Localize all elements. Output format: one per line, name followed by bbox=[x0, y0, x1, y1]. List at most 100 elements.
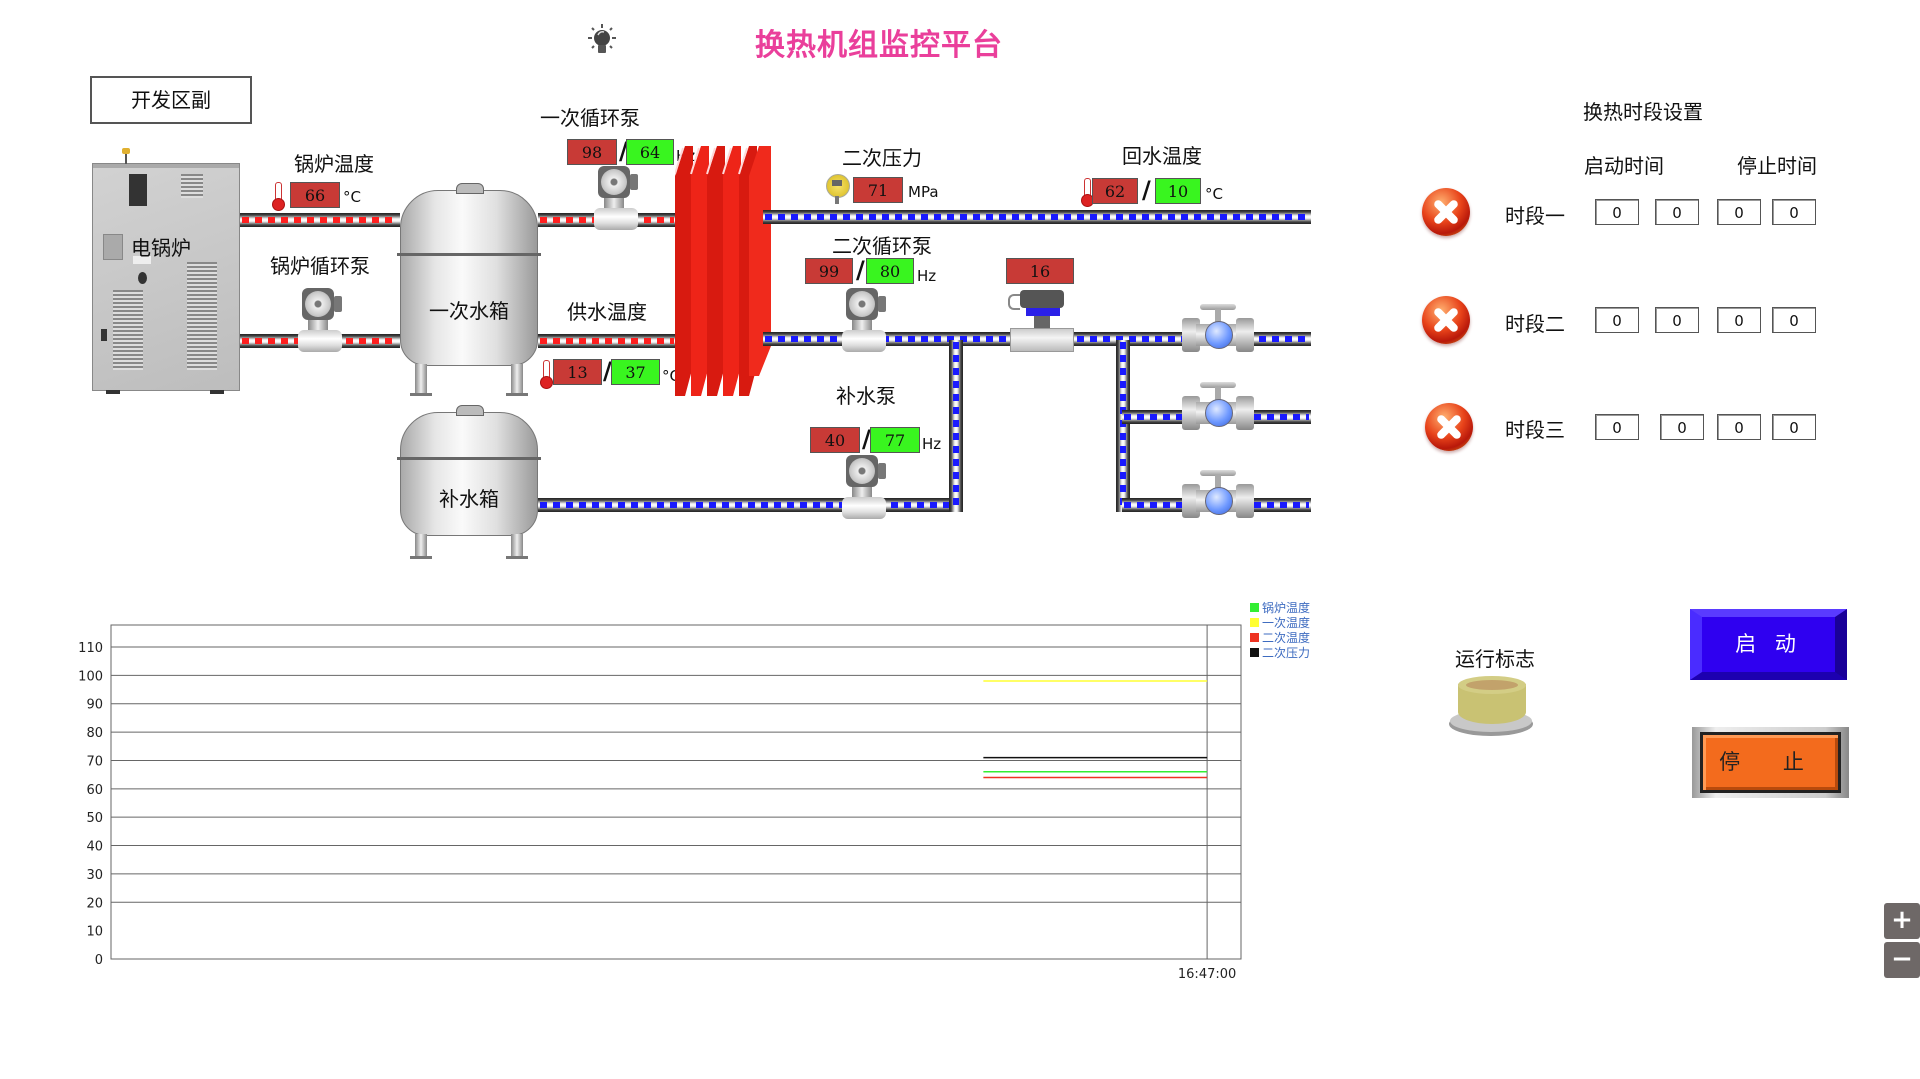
makeup-pump-unit: Hz bbox=[922, 435, 942, 453]
thermometer-icon bbox=[272, 182, 285, 211]
stop-time-header: 停止时间 bbox=[1737, 154, 1817, 178]
makeup-pipe bbox=[538, 498, 963, 512]
slash-separator: / bbox=[1142, 176, 1151, 204]
primary-tank-label: 一次水箱 bbox=[429, 299, 509, 323]
supply-temp-label: 供水温度 bbox=[567, 300, 647, 324]
slash-separator: / bbox=[862, 425, 871, 453]
schedule-title: 换热时段设置 bbox=[1583, 100, 1703, 124]
start-hour-input[interactable]: 0 bbox=[1595, 307, 1639, 333]
pressure-gauge-icon bbox=[826, 174, 850, 204]
y-tick-label: 0 bbox=[95, 953, 103, 968]
boiler-temp-unit: °C bbox=[343, 188, 361, 206]
makeup-riser-pipe bbox=[949, 340, 963, 512]
y-tick-label: 30 bbox=[86, 868, 103, 883]
boiler-temp-value: 66 bbox=[290, 182, 340, 208]
stop-button[interactable]: 停 止 bbox=[1692, 727, 1849, 798]
run-indicator-lamp bbox=[1449, 676, 1535, 738]
plate-heat-exchanger bbox=[674, 146, 775, 396]
boiler-label: 电锅炉 bbox=[131, 236, 191, 260]
secondary-pressure-label: 二次压力 bbox=[842, 146, 922, 170]
zoom-in-button[interactable]: + bbox=[1884, 903, 1920, 939]
stop-minute-input[interactable]: 0 bbox=[1772, 199, 1816, 225]
boiler-pump-label: 锅炉循环泵 bbox=[270, 254, 370, 278]
slash-separator: / bbox=[856, 256, 865, 284]
primary-pump-setpoint[interactable]: 64 bbox=[626, 139, 674, 165]
boiler-antenna-icon bbox=[122, 148, 130, 164]
period-disabled-icon[interactable] bbox=[1422, 296, 1470, 344]
return-temp-label: 回水温度 bbox=[1122, 144, 1202, 168]
page-title: 换热机组监控平台 bbox=[755, 28, 1003, 63]
stop-button-label: 停 止 bbox=[1719, 750, 1822, 774]
period-label: 时段一 bbox=[1505, 204, 1565, 228]
secondary-pump-actual: 99 bbox=[805, 258, 853, 284]
legend-label: 二次温度 bbox=[1262, 630, 1310, 645]
thermometer-icon bbox=[1081, 178, 1094, 207]
electric-boiler: 电锅炉 bbox=[92, 163, 240, 391]
stop-hour-input[interactable]: 0 bbox=[1717, 199, 1761, 225]
regulating-valve-value: 16 bbox=[1006, 258, 1074, 284]
secondary-pump-setpoint[interactable]: 80 bbox=[866, 258, 914, 284]
regulating-valve[interactable] bbox=[1006, 288, 1074, 352]
makeup-tank-label: 补水箱 bbox=[439, 487, 499, 511]
run-flag-label: 运行标志 bbox=[1455, 647, 1535, 671]
branch-valve-2[interactable] bbox=[1182, 382, 1254, 432]
legend-swatch bbox=[1250, 618, 1259, 627]
start-button-label: 启 动 bbox=[1735, 632, 1802, 656]
secondary-pump-unit: Hz bbox=[917, 267, 937, 285]
makeup-pump-label: 补水泵 bbox=[836, 384, 896, 408]
thermometer-icon bbox=[540, 360, 553, 389]
secondary-circulation-pump[interactable] bbox=[838, 288, 890, 352]
primary-water-tank: 一次水箱 bbox=[397, 183, 541, 366]
makeup-pump[interactable] bbox=[838, 455, 890, 519]
secondary-supply-pipe bbox=[763, 210, 1311, 224]
branch-valve-1[interactable] bbox=[1182, 304, 1254, 354]
zoom-out-button[interactable]: − bbox=[1884, 942, 1920, 978]
makeup-pump-setpoint[interactable]: 77 bbox=[870, 427, 920, 453]
period-label: 时段三 bbox=[1505, 418, 1565, 442]
slash-separator: / bbox=[603, 357, 612, 385]
stop-minute-input[interactable]: 0 bbox=[1772, 414, 1816, 440]
start-minute-input[interactable]: 0 bbox=[1655, 307, 1699, 333]
start-minute-input[interactable]: 0 bbox=[1660, 414, 1704, 440]
primary-circulation-pump[interactable] bbox=[590, 166, 642, 230]
stop-hour-input[interactable]: 0 bbox=[1717, 307, 1761, 333]
stop-minute-input[interactable]: 0 bbox=[1772, 307, 1816, 333]
period-disabled-icon[interactable] bbox=[1422, 188, 1470, 236]
start-minute-input[interactable]: 0 bbox=[1655, 199, 1699, 225]
legend-label: 一次温度 bbox=[1262, 615, 1310, 630]
legend-swatch bbox=[1250, 633, 1259, 642]
secondary-pressure-value: 71 bbox=[853, 177, 903, 203]
supply-pipe bbox=[538, 334, 676, 348]
y-tick-label: 50 bbox=[86, 811, 103, 826]
start-button[interactable]: 启 动 bbox=[1690, 609, 1847, 680]
branch-valve-3[interactable] bbox=[1182, 470, 1254, 520]
primary-pump-actual: 98 bbox=[567, 139, 617, 165]
period-label: 时段二 bbox=[1505, 312, 1565, 336]
legend-swatch bbox=[1250, 648, 1259, 657]
period-disabled-icon[interactable] bbox=[1425, 403, 1473, 451]
lightbulb-icon bbox=[584, 22, 620, 58]
start-hour-input[interactable]: 0 bbox=[1595, 199, 1639, 225]
supply-temp-actual: 13 bbox=[553, 359, 602, 385]
legend-swatch bbox=[1250, 603, 1259, 612]
secondary-pressure-unit: MPa bbox=[908, 183, 939, 201]
y-tick-label: 70 bbox=[86, 754, 103, 769]
legend-label: 锅炉温度 bbox=[1262, 600, 1310, 615]
y-tick-label: 80 bbox=[86, 726, 103, 741]
boiler-pump[interactable] bbox=[294, 288, 346, 352]
makeup-water-tank: 补水箱 bbox=[397, 405, 541, 536]
y-tick-label: 90 bbox=[86, 698, 103, 713]
x-tick-label: 16:47:00 bbox=[1178, 967, 1236, 982]
y-tick-label: 20 bbox=[86, 896, 103, 911]
area-select-button[interactable]: 开发区副 bbox=[90, 76, 252, 124]
legend-label: 二次压力 bbox=[1262, 646, 1310, 660]
y-tick-label: 60 bbox=[86, 783, 103, 798]
return-temp-setpoint[interactable]: 10 bbox=[1155, 178, 1201, 204]
stop-hour-input[interactable]: 0 bbox=[1717, 414, 1761, 440]
makeup-pump-actual: 40 bbox=[810, 427, 860, 453]
start-hour-input[interactable]: 0 bbox=[1595, 414, 1639, 440]
secondary-pump-label: 二次循环泵 bbox=[832, 234, 932, 258]
start-time-header: 启动时间 bbox=[1584, 154, 1664, 178]
supply-temp-setpoint[interactable]: 37 bbox=[611, 359, 660, 385]
